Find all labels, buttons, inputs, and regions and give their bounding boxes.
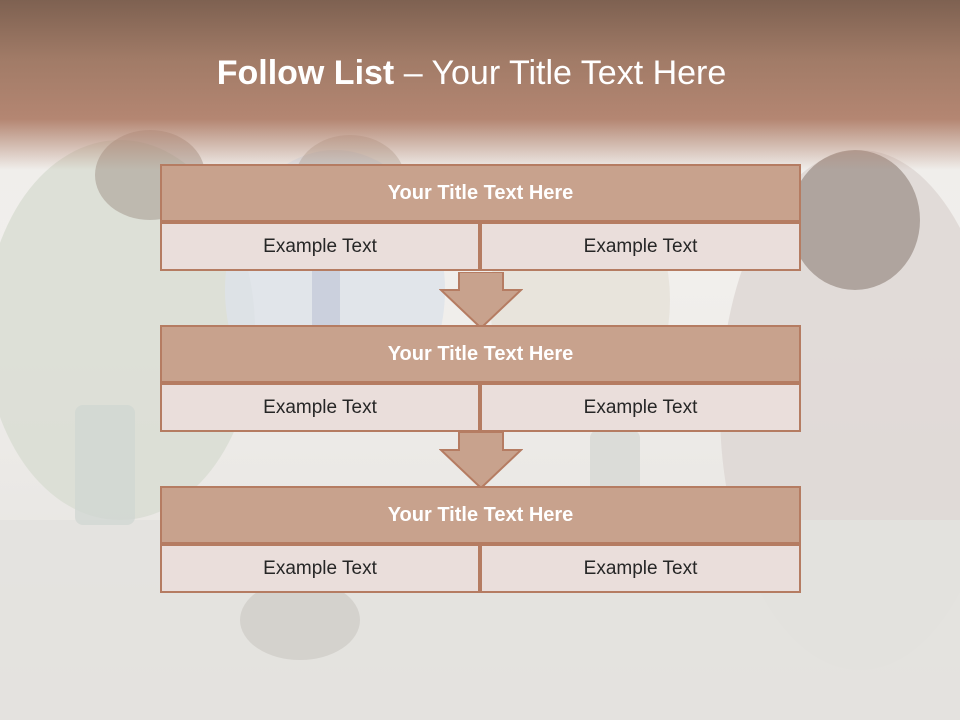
step-right-cell: Example Text xyxy=(480,222,801,271)
step-title: Your Title Text Here xyxy=(160,164,801,222)
step-left-cell: Example Text xyxy=(160,222,480,271)
slide-title-rest: – Your Title Text Here xyxy=(394,54,727,92)
step-title: Your Title Text Here xyxy=(160,325,801,383)
step-right-cell: Example Text xyxy=(480,544,801,593)
step-title: Your Title Text Here xyxy=(160,486,801,544)
slide-title: Follow List – Your Title Text Here xyxy=(0,54,943,93)
slide-title-bold: Follow List xyxy=(216,54,395,92)
step-right-cell: Example Text xyxy=(480,383,801,432)
down-arrow-icon xyxy=(439,432,523,490)
step-left-cell: Example Text xyxy=(160,544,480,593)
step-left-cell: Example Text xyxy=(160,383,480,432)
down-arrow-icon xyxy=(439,272,523,330)
header-band xyxy=(0,0,960,170)
